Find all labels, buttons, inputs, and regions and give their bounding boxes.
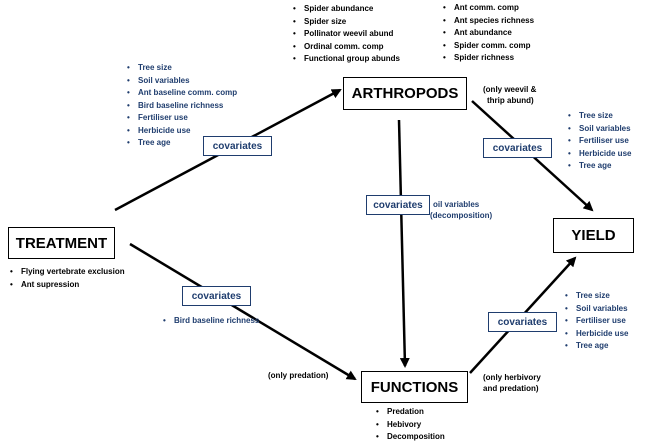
list-item: Herbicide use: [568, 148, 632, 161]
list-item: Predation: [376, 406, 445, 419]
treatment-list: Flying vertebrate exclusion Ant supressi…: [7, 266, 125, 291]
treatment-node: TREATMENT: [8, 227, 115, 259]
list-item: Spider size: [293, 16, 400, 29]
list-item: Tree size: [565, 290, 628, 303]
list-item: Soil variables: [565, 303, 628, 316]
list-item: Fertiliser use: [568, 135, 631, 148]
note-arthropods-functions: oil variables (decomposition): [430, 199, 492, 221]
functions-yield-covariate-list: Tree size Soil variables Fertiliser use …: [562, 290, 629, 353]
list-item: Ant baseline comm. comp: [127, 87, 237, 100]
arrow-treatment-to-functions: [129, 242, 357, 381]
list-item: Soil variables: [568, 123, 631, 136]
list-item: Herbicide use: [127, 125, 237, 138]
list-item: Ant species richness: [443, 15, 534, 28]
list-item: Tree age: [565, 340, 628, 353]
treatment-arthropods-covariate-list: Tree size Soil variables Ant baseline co…: [124, 62, 237, 150]
list-item: Tree size: [127, 62, 237, 75]
covariates-label-arthropods-yield: covariates: [483, 138, 552, 158]
list-item: Tree age: [568, 160, 631, 173]
note-line: thrip abund): [487, 96, 534, 105]
list-item: Tree age: [127, 137, 237, 150]
covariates-label-arthropods-functions: covariates: [366, 195, 430, 215]
arrow-arthropods-to-functions: [397, 119, 410, 368]
note-line: (only herbivory: [483, 373, 541, 382]
list-item: Functional group abunds: [293, 53, 400, 66]
list-item: Bird baseline richness: [163, 315, 259, 328]
note-line: (only weevil &: [483, 85, 537, 94]
note-line: (only predation): [268, 371, 329, 380]
note-line: and predation): [483, 384, 539, 393]
covariates-label-treatment-functions: covariates: [182, 286, 251, 306]
list-item: Flying vertebrate exclusion: [10, 266, 125, 279]
yield-node: YIELD: [553, 218, 634, 253]
list-item: Herbicide use: [565, 328, 629, 341]
note-arthropods-yield: (only weevil & thrip abund): [483, 84, 536, 106]
list-item: Soil variables: [127, 75, 237, 88]
list-item: Hebivory: [376, 419, 445, 432]
note-functions-yield: (only herbivory and predation): [483, 372, 541, 394]
list-item: Pollinator weevil abund: [293, 28, 400, 41]
arthropods-node: ARTHROPODS: [343, 77, 467, 110]
treatment-functions-covariate-list: Bird baseline richness: [160, 315, 259, 328]
list-item: Fertiliser use: [127, 112, 237, 125]
list-item: Bird baseline richness: [127, 100, 237, 113]
arthropod-measures-right-list: Ant comm. comp Ant species richness Ant …: [440, 2, 534, 65]
note-line: oil variables: [433, 200, 480, 209]
note-treatment-functions: (only predation): [268, 370, 328, 381]
covariates-label-functions-yield: covariates: [488, 312, 557, 332]
functions-node: FUNCTIONS: [361, 371, 468, 403]
list-item: Fertiliser use: [565, 315, 628, 328]
list-item: Spider abundance: [293, 3, 400, 16]
list-item: Ant supression: [10, 279, 125, 292]
list-item: Decomposition: [376, 431, 445, 444]
arthropod-measures-left-list: Spider abundance Spider size Pollinator …: [290, 3, 400, 66]
list-item: Tree size: [568, 110, 631, 123]
list-item: Ant abundance: [443, 27, 534, 40]
list-item: Spider richness: [443, 52, 534, 65]
list-item: Ant comm. comp: [443, 2, 534, 15]
list-item: Spider comm. comp: [443, 40, 534, 53]
note-line: (decomposition): [430, 211, 493, 220]
list-item: Ordinal comm. comp: [293, 41, 400, 54]
arthropods-yield-covariate-list: Tree size Soil variables Fertiliser use …: [565, 110, 632, 173]
functions-list: Predation Hebivory Decomposition: [373, 406, 445, 444]
